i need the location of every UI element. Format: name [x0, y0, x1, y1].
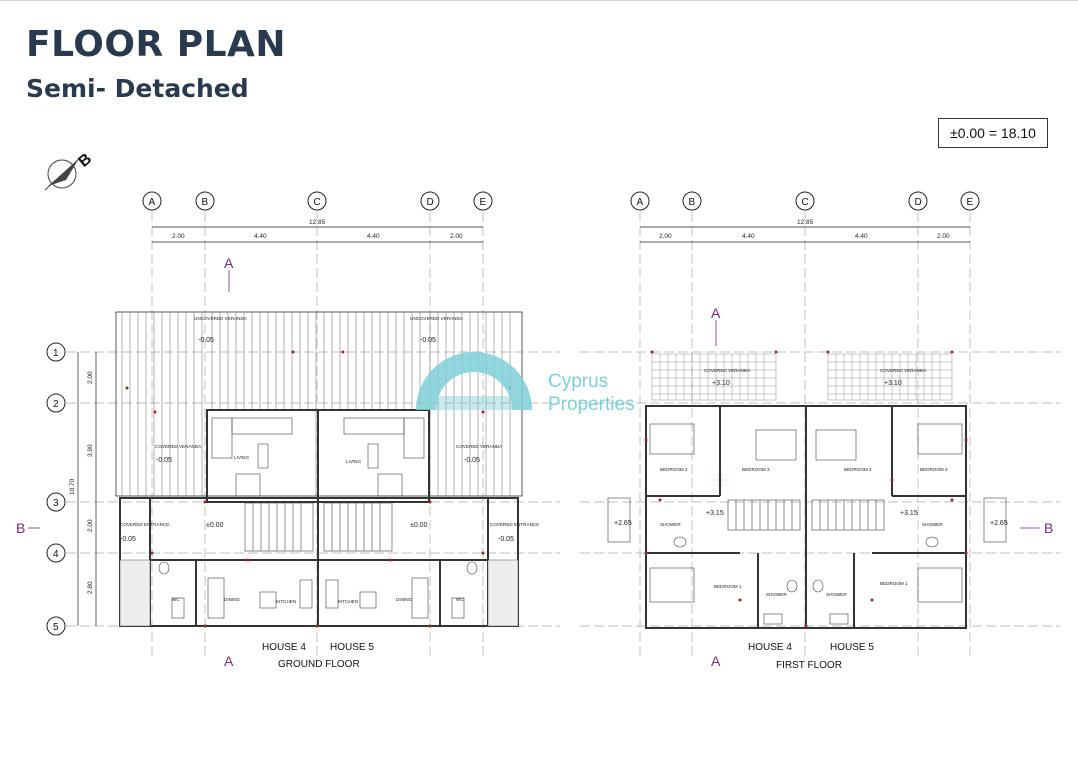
ff-grid-columns: A B C D E [630, 191, 980, 211]
svg-text:+2.65: +2.65 [990, 520, 1008, 527]
ff-room-covered-veranda-right: COVERED VERANDA [880, 368, 927, 373]
gf-room-covered-entrance-left: COVERED ENTRANCE [120, 522, 169, 527]
svg-text:3: 3 [53, 498, 59, 509]
ff-section-mark-a-bottom: A [711, 653, 721, 669]
svg-text:C: C [802, 197, 809, 208]
svg-text:2.00: 2.00 [659, 233, 672, 240]
svg-text:E: E [480, 197, 487, 208]
svg-text:+3.10: +3.10 [884, 380, 902, 387]
svg-text:2.80: 2.80 [87, 581, 94, 594]
svg-text:2: 2 [53, 399, 59, 410]
gf-room-uncovered-veranda-left: UNCOVERED VERANDA [194, 316, 248, 321]
ff-room-shower-left: SHOWER [660, 522, 681, 527]
first-floor-plan: A B C D E 12.85 2.00 4.40 4.40 2.00 [580, 191, 1060, 671]
watermark-logo [416, 352, 532, 410]
gf-grid-columns: A B C D E [142, 191, 493, 211]
gf-room-covered-veranda-right: COVERED VERANDA [456, 444, 503, 449]
ff-room-bedroom3-right: BEDROOM 3 [844, 467, 872, 472]
gf-section-mark-a-top: A [224, 255, 234, 271]
svg-text:-0.05: -0.05 [498, 536, 514, 543]
svg-text:5: 5 [53, 622, 59, 633]
ff-room-bedroom1-left: BEDROOM 1 [714, 584, 742, 589]
svg-text:-0.05: -0.05 [464, 457, 480, 464]
north-arrow-icon [44, 157, 81, 191]
ff-room-bedroom3-left: BEDROOM 3 [742, 467, 770, 472]
svg-text:±0.00: ±0.00 [410, 522, 428, 529]
ground-floor-plan: A B C D E 12.85 2.00 4.40 4.40 2.00 1 2 … [16, 191, 560, 670]
svg-text:B: B [689, 197, 696, 208]
svg-text:-0.05: -0.05 [156, 457, 172, 464]
gf-caption: GROUND FLOOR [278, 659, 360, 670]
svg-text:-0.05: -0.05 [120, 536, 136, 543]
svg-text:±0.00: ±0.00 [206, 522, 224, 529]
svg-text:E: E [967, 197, 974, 208]
datum-level-box: ±0.00 = 18.10 [938, 118, 1048, 148]
svg-text:3.90: 3.90 [87, 444, 94, 457]
ff-house-right-label: HOUSE 5 [830, 642, 874, 653]
svg-text:2.00: 2.00 [937, 233, 950, 240]
ff-house-left-label: HOUSE 4 [748, 642, 792, 653]
watermark-text-line2: Properties [548, 394, 635, 415]
gf-grid-rows: 1 2 3 4 5 [46, 342, 66, 636]
svg-text:D: D [427, 197, 434, 208]
ff-room-bedroom1-right: BEDROOM 1 [880, 581, 908, 586]
gf-room-wc-right: WC [456, 597, 464, 602]
svg-text:-0.05: -0.05 [198, 337, 214, 344]
gf-section-mark-a-bottom: A [224, 653, 234, 669]
svg-text:C: C [314, 197, 321, 208]
gf-room-kitchen-right: KITCHEN [338, 599, 358, 604]
svg-text:B: B [202, 197, 209, 208]
svg-text:4.40: 4.40 [367, 233, 380, 240]
gf-room-living-left: LIVING [234, 455, 249, 460]
gf-dim-total: 12.85 [309, 219, 326, 226]
svg-text:+3.10: +3.10 [712, 380, 730, 387]
svg-text:1: 1 [53, 348, 59, 359]
top-rule [0, 0, 1078, 1]
ff-room-shower-center-left: SHOWER [766, 592, 787, 597]
svg-text:A: A [149, 197, 156, 208]
ff-dim-total: 12.85 [797, 219, 814, 226]
gf-house-right-label: HOUSE 5 [330, 642, 374, 653]
gf-room-kitchen-left: KITCHEN [276, 599, 296, 604]
svg-text:+3.15: +3.15 [706, 510, 724, 517]
svg-text:D: D [915, 197, 922, 208]
gf-room-dining-left: DINING [224, 597, 241, 602]
svg-text:4.40: 4.40 [855, 233, 868, 240]
gf-room-uncovered-veranda-right: UNCOVERED VERANDA [410, 316, 464, 321]
svg-text:2.00: 2.00 [87, 519, 94, 532]
svg-text:2.00: 2.00 [87, 371, 94, 384]
ff-section-mark-b: B [1044, 520, 1053, 536]
page-subtitle: Semi- Detached [26, 74, 249, 103]
gf-room-dining-right: DINING [396, 597, 413, 602]
svg-text:2.00: 2.00 [450, 233, 463, 240]
gf-room-living-right: LIVING [346, 459, 361, 464]
svg-text:A: A [637, 197, 644, 208]
svg-text:4.40: 4.40 [742, 233, 755, 240]
ff-room-covered-veranda-left: COVERED VERANDA [704, 368, 751, 373]
ff-room-shower-right: SHOWER [922, 522, 943, 527]
svg-text:4.40: 4.40 [254, 233, 267, 240]
svg-text:4: 4 [53, 549, 59, 560]
gf-room-covered-entrance-right: COVERED ENTRANCE [490, 522, 539, 527]
ff-caption: FIRST FLOOR [776, 660, 842, 671]
ff-section-mark-a-top: A [711, 305, 721, 321]
gf-house-left-label: HOUSE 4 [262, 642, 306, 653]
gf-room-wc-left: WC [172, 597, 180, 602]
svg-text:+2.65: +2.65 [614, 520, 632, 527]
ff-room-bedroom2-left: BEDROOM 2 [660, 467, 688, 472]
svg-text:-0.05: -0.05 [420, 337, 436, 344]
page-title: FLOOR PLAN [26, 24, 287, 65]
ff-room-shower-center-right: SHOWER [826, 592, 847, 597]
north-arrow-label: B [75, 150, 95, 170]
svg-text:2.00: 2.00 [172, 233, 185, 240]
ff-room-bedroom2-right: BEDROOM 2 [920, 467, 948, 472]
watermark-text-line1: Cyprus [548, 371, 608, 392]
gf-section-mark-b: B [16, 520, 25, 536]
svg-text:10.70: 10.70 [69, 478, 76, 495]
gf-room-covered-veranda-left: COVERED VERANDA [155, 444, 202, 449]
svg-text:+3.15: +3.15 [900, 510, 918, 517]
